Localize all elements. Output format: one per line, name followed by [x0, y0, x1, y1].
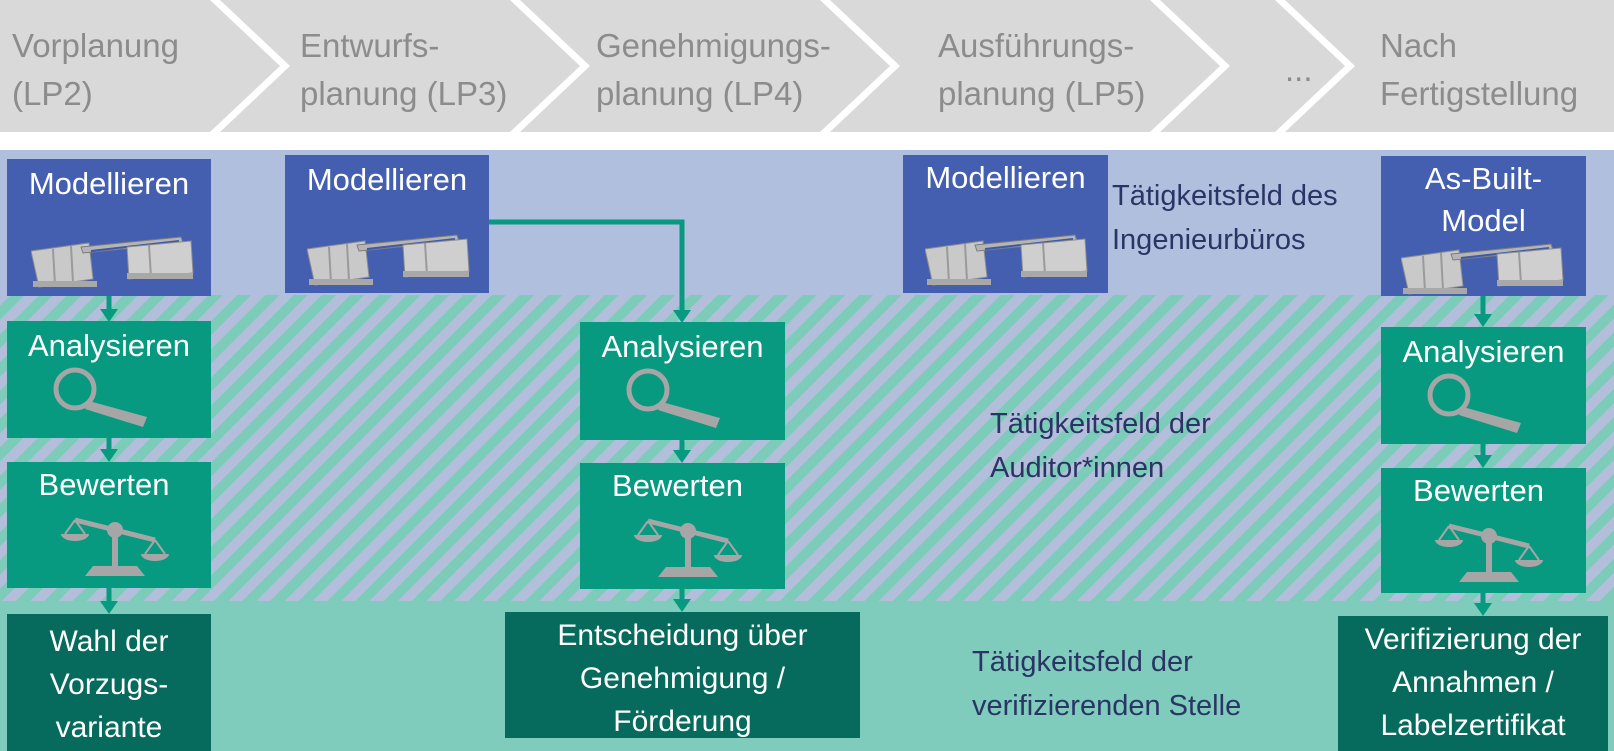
- balance-scale-icon: [1435, 523, 1543, 582]
- analyse-box-title: Analysieren: [601, 329, 764, 364]
- auditor-field-label: Tätigkeitsfeld der Auditor*innen: [990, 408, 1211, 484]
- bridge-model-icon: [307, 234, 470, 286]
- magnifier-icon: [53, 367, 147, 427]
- analyse-box-title: Analysieren: [28, 328, 190, 363]
- decision-box-final: Verifizierung der Annahmen / Labelzertif…: [1338, 616, 1608, 751]
- phase-label-lp2: Vorplanung (LP2): [12, 27, 179, 112]
- phase-arrow-lp3: [220, 0, 580, 132]
- model-box-lp3: Modellieren: [285, 155, 489, 293]
- model-box-asbuilt: As-Built- Model: [1381, 156, 1586, 296]
- decision-box-lp2: Wahl der Vorzugs- variante: [7, 614, 211, 751]
- phase-label-lp5: Ausführungs- planung (LP5): [938, 27, 1146, 112]
- phase-label-lp3: Entwurfs- planung (LP3): [300, 27, 508, 112]
- balance-scale-icon: [61, 517, 169, 576]
- model-box-title: Modellieren: [28, 166, 190, 201]
- phase-arrow-final: [1285, 0, 1614, 132]
- verifier-field-label: Tätigkeitsfeld der verifizierenden Stell…: [972, 646, 1242, 722]
- decision-box-text: Entscheidung über Genehmigung / Förderun…: [557, 619, 808, 738]
- rate-box-title: Bewerten: [38, 467, 170, 502]
- analyse-box-lp2: Analysieren: [7, 321, 211, 438]
- analyse-box-final: Analysieren: [1381, 327, 1586, 444]
- engineer-field-band: [0, 150, 1614, 295]
- rate-box-title: Bewerten: [612, 468, 743, 503]
- model-box-title: As-Built- Model: [1424, 161, 1543, 238]
- phase-arrows: [0, 0, 1614, 132]
- bridge-model-icon: [925, 234, 1088, 286]
- phase-label-final: Nach Fertigstellung: [1380, 27, 1579, 112]
- decision-box-lp4: Entscheidung über Genehmigung / Förderun…: [505, 612, 860, 738]
- bridge-model-icon: [1401, 243, 1564, 295]
- phase-arrow-lp5: [830, 0, 1220, 132]
- auditor-field-band: [0, 295, 1614, 601]
- model-box-lp2: Modellieren: [7, 159, 211, 296]
- model-box-lp5: Modellieren: [903, 155, 1108, 293]
- rate-box-title: Bewerten: [1413, 473, 1544, 508]
- rate-box-final: Bewerten: [1381, 468, 1586, 593]
- magnifier-icon: [626, 368, 720, 428]
- model-box-title: Modellieren: [925, 160, 1086, 195]
- analyse-box-lp4: Analysieren: [580, 322, 785, 440]
- model-box-title: Modellieren: [306, 162, 468, 197]
- engineer-field-label: Tätigkeitsfeld des Ingenieurbüros: [1112, 180, 1338, 256]
- analyse-box-title: Analysieren: [1402, 334, 1565, 369]
- phase-arrow-lp2: [0, 0, 280, 132]
- phase-arrow-ellipsis: [1160, 0, 1345, 132]
- phase-label-ellipsis: ...: [1285, 51, 1313, 88]
- rate-box-lp4: Bewerten: [580, 463, 785, 589]
- phase-row: Vorplanung (LP2) Entwurfs- planung (LP3)…: [0, 0, 1614, 135]
- phase-label-lp4: Genehmigungs- planung (LP4): [596, 27, 831, 112]
- decision-box-text: Verifizierung der Annahmen / Labelzertif…: [1364, 623, 1582, 742]
- bridge-model-icon: [31, 236, 194, 288]
- balance-scale-icon: [634, 518, 742, 577]
- phase-arrow-lp4: [520, 0, 890, 132]
- magnifier-icon: [1427, 373, 1521, 433]
- rate-box-lp2: Bewerten: [7, 462, 211, 588]
- decision-box-text: Wahl der Vorzugs- variante: [49, 625, 169, 744]
